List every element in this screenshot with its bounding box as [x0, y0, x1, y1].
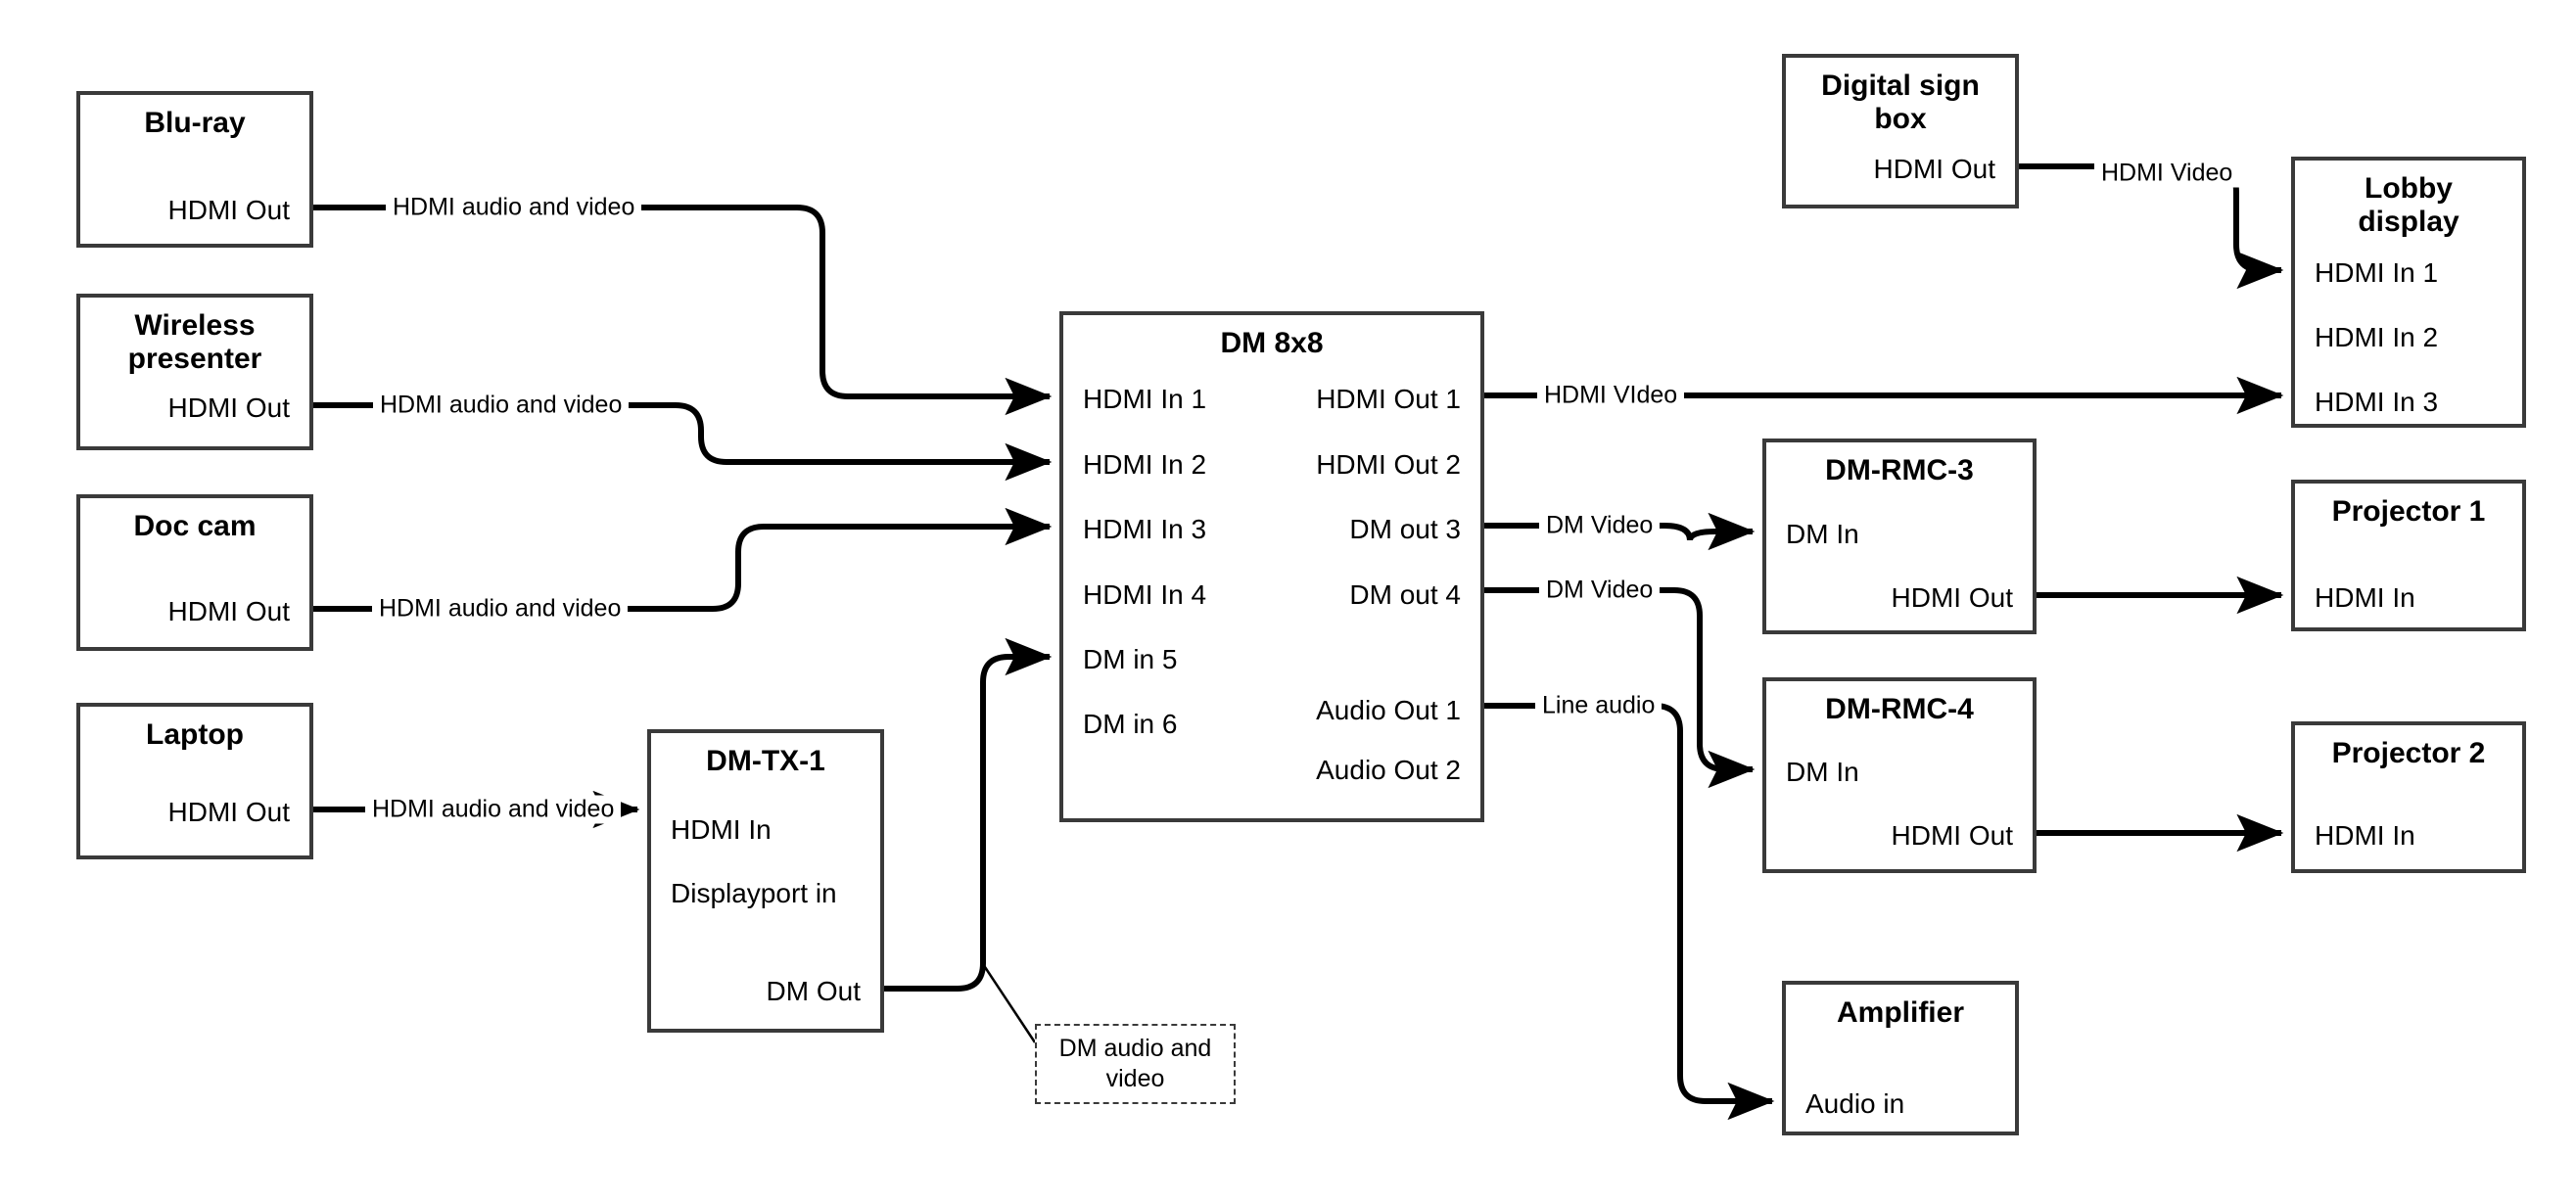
callout-leader-line	[981, 963, 1037, 1043]
node-title-amplifier: Amplifier	[1836, 996, 1965, 1029]
node-title-dm-rmc-4: DM-RMC-4	[1825, 693, 1974, 725]
port-lobby-display-hdmi-in-2[interactable]: HDMI In 2	[2315, 322, 2439, 352]
port-dm-8x8-hdmi-in-4[interactable]: HDMI In 4	[1083, 579, 1207, 610]
port-laptop-hdmi-out[interactable]: HDMI Out	[167, 797, 290, 827]
wire-dmtx-dmout-to-dm-in-5	[884, 637, 1053, 992]
port-dm-8x8-dm-in-5[interactable]: DM in 5	[1083, 644, 1178, 674]
node-title-lobby-display: Lobby display	[2358, 172, 2459, 238]
port-dm-8x8-dm-in-6[interactable]: DM in 6	[1083, 709, 1178, 739]
port-dm-8x8-hdmi-in-1[interactable]: HDMI In 1	[1083, 384, 1207, 414]
port-dm-8x8-dm-out-3[interactable]: DM out 3	[1349, 514, 1461, 544]
port-dm-8x8-hdmi-out-1[interactable]: HDMI Out 1	[1316, 384, 1461, 414]
port-dm-8x8-dm-out-4[interactable]: DM out 4	[1349, 579, 1461, 610]
node-dm-rmc-3[interactable]: DM-RMC-3 DM In HDMI Out	[1762, 439, 2037, 634]
node-title-wireless-presenter: Wireless presenter	[127, 309, 262, 375]
wire-dm-audioout1-to-amplifier	[1484, 703, 1775, 1121]
wire-dm-dmout4-to-rmc4-dm-in	[1484, 587, 1756, 789]
port-dm-8x8-audio-out-2[interactable]: Audio Out 2	[1316, 755, 1461, 785]
edge-label-signbox-to-lobby: HDMI Video	[2094, 159, 2240, 188]
port-dm-8x8-hdmi-in-3[interactable]: HDMI In 3	[1083, 514, 1207, 544]
port-lobby-display-hdmi-in-3[interactable]: HDMI In 3	[2315, 387, 2439, 417]
port-dm-8x8-hdmi-out-2[interactable]: HDMI Out 2	[1316, 449, 1461, 480]
port-amplifier-audio-in[interactable]: Audio in	[1805, 1088, 1905, 1119]
port-dm-tx-1-hdmi-in[interactable]: HDMI In	[671, 814, 772, 845]
port-dm-rmc-3-hdmi-out[interactable]: HDMI Out	[1891, 582, 2013, 613]
edge-label-laptop-to-dmtx: HDMI audio and video	[365, 795, 622, 824]
node-title-doc-cam: Doc cam	[133, 510, 257, 542]
port-lobby-display-hdmi-in-1[interactable]: HDMI In 1	[2315, 257, 2439, 288]
edge-label-hdmiout1-to-lobby: HDMI VIdeo	[1537, 381, 1685, 410]
port-dm-rmc-3-dm-in[interactable]: DM In	[1786, 519, 1859, 549]
node-title-dm-tx-1: DM-TX-1	[706, 745, 825, 777]
edge-label-dmout3-to-rmc3: DM Video	[1539, 511, 1661, 540]
node-title-digital-sign-box: Digital sign box	[1821, 69, 1980, 135]
node-title-dm-8x8: DM 8x8	[1220, 327, 1324, 359]
port-dm-tx-1-dm-out[interactable]: DM Out	[766, 976, 861, 1006]
node-title-projector-2: Projector 2	[2331, 737, 2486, 769]
port-wireless-presenter-hdmi-out[interactable]: HDMI Out	[167, 393, 290, 423]
port-doc-cam-hdmi-out[interactable]: HDMI Out	[167, 596, 290, 626]
node-title-laptop: Laptop	[146, 718, 244, 751]
node-dm-rmc-4[interactable]: DM-RMC-4 DM In HDMI Out	[1762, 677, 2037, 873]
port-dm-8x8-audio-out-1[interactable]: Audio Out 1	[1316, 695, 1461, 725]
edge-label-dmout4-to-rmc4: DM Video	[1539, 576, 1661, 605]
edge-label-doccam-to-dm: HDMI audio and video	[372, 594, 629, 624]
port-projector-1-hdmi-in[interactable]: HDMI In	[2315, 582, 2415, 613]
callout-dm-audio-video-callout: DM audio and video	[1035, 1024, 1236, 1104]
port-dm-tx-1-displayport-in[interactable]: Displayport in	[671, 878, 837, 908]
port-dm-rmc-4-hdmi-out[interactable]: HDMI Out	[1891, 820, 2013, 851]
port-bluray-hdmi-out[interactable]: HDMI Out	[167, 195, 290, 225]
wire-bluray-to-dm-hdmi-in-1	[313, 205, 1053, 416]
port-dm-8x8-hdmi-in-2[interactable]: HDMI In 2	[1083, 449, 1207, 480]
edge-label-wireless-to-dm: HDMI audio and video	[373, 391, 630, 420]
port-dm-rmc-4-dm-in[interactable]: DM In	[1786, 757, 1859, 787]
port-projector-2-hdmi-in[interactable]: HDMI In	[2315, 820, 2415, 851]
node-title-dm-rmc-3: DM-RMC-3	[1825, 454, 1974, 486]
edge-label-audioout1-to-amp: Line audio	[1535, 691, 1663, 720]
node-title-bluray: Blu-ray	[144, 107, 246, 139]
node-title-projector-1: Projector 1	[2331, 495, 2486, 528]
port-digital-sign-box-hdmi-out[interactable]: HDMI Out	[1873, 154, 1995, 184]
node-projector-1[interactable]: Projector 1 HDMI In	[2291, 480, 2526, 631]
edge-label-bluray-to-dm: HDMI audio and video	[386, 193, 642, 222]
node-projector-2[interactable]: Projector 2 HDMI In	[2291, 721, 2526, 873]
